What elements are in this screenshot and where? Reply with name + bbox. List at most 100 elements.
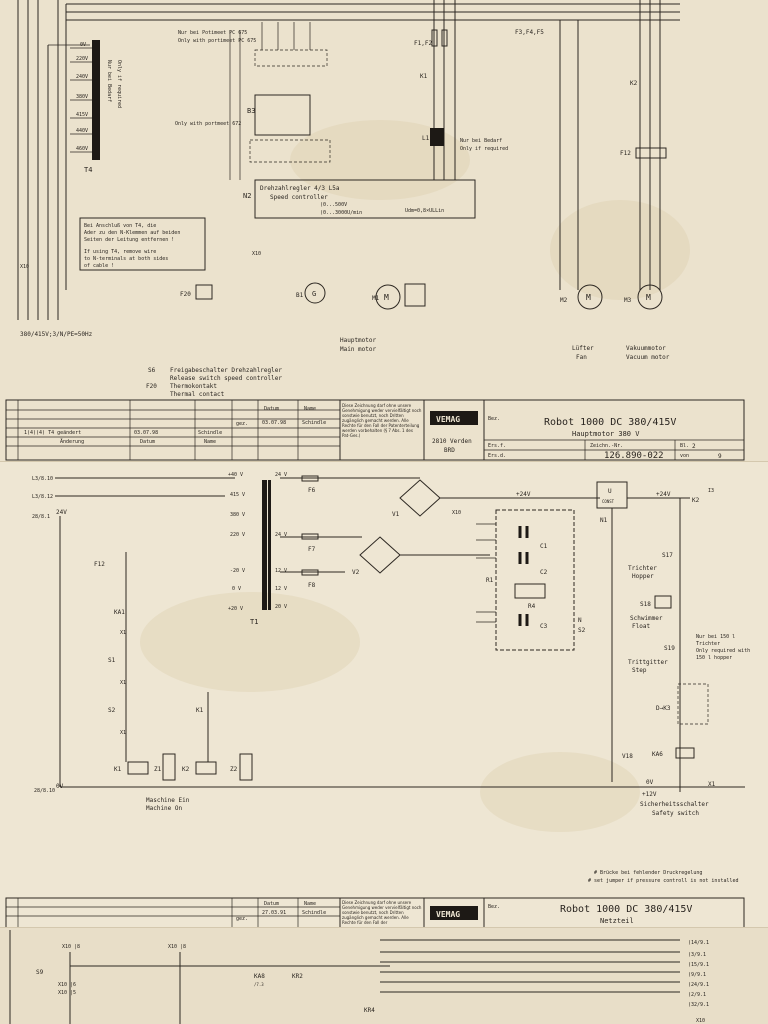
ka1-label: KA1 — [114, 609, 125, 616]
speed-rpm: (0...3000U/min — [320, 210, 362, 216]
vemag-logo-text: VEMAG — [436, 910, 460, 919]
resistor-r4 — [514, 583, 546, 599]
s18-label: S18 — [640, 601, 651, 608]
machine-on-en: Machine On — [146, 805, 183, 812]
t4-warning-box — [79, 217, 206, 271]
vacuum-en: Vacuum motor — [626, 354, 670, 361]
f8-label: F8 — [308, 582, 316, 589]
sheet-number: 2 — [692, 443, 696, 450]
s6-label: S6 — [148, 367, 156, 374]
rev-date: 03.07.98 — [134, 430, 158, 436]
c2-label: C2 — [540, 569, 548, 576]
x1-terminal: X1 — [120, 730, 126, 736]
hopper-de: Trichter — [628, 565, 657, 572]
t4-tap-label: 415V — [76, 112, 88, 118]
z2-label: Z2 — [230, 766, 238, 773]
s6-de: Freigabeschalter Drehzahlregler — [170, 367, 282, 374]
step-de: Trittgitter — [628, 659, 668, 666]
bez-label: Bez. — [488, 904, 500, 910]
t1-primary-tap: 380 V — [230, 512, 245, 518]
partial-schematic: X10 |8 X10 |8 S9 X10 |6 X10 |5 KA8 /7.3 … — [9, 930, 709, 1024]
voltage-regulator-n1 — [596, 481, 628, 509]
x1-terminal: X1 — [120, 680, 126, 686]
rectifier-v1 — [399, 479, 441, 517]
speed-v: (0...500V — [320, 202, 347, 208]
note-potimeter-de: Nur bei Potimeet PC 675 — [178, 30, 247, 36]
kr4-label: KR4 — [364, 1007, 375, 1014]
f20-en: Thermal contact — [170, 391, 225, 398]
t4-note-en-2: to N-terminals at both sides — [84, 256, 168, 262]
motor-m3-symbol: M — [646, 293, 651, 302]
plus24v-out: +24V — [656, 491, 671, 498]
b3-label: B3 — [247, 107, 255, 115]
t1-secondary-tap: 20 V — [275, 604, 287, 610]
sheet-power-supply: L3/8.10 L3/8.12 28/8.1 24V T1 +40 V 415 … — [0, 462, 768, 928]
c1-label: C1 — [540, 543, 548, 550]
float-switch-s18 — [654, 595, 672, 609]
t1-secondary-tap: 12 V — [275, 586, 287, 592]
rev-name: Schindle — [198, 430, 222, 436]
x10-terminal-label: X10 — [252, 251, 261, 257]
bridge-note-en: # set jumper if pressure controll is not… — [588, 878, 739, 884]
k1-coil-label: K1 — [114, 766, 122, 773]
drawing-number: 126.890-022 — [604, 451, 664, 461]
copyright-notice-wrap: Diese Zeichnung darf ohne unsere Genehmi… — [342, 900, 421, 925]
float-en: Float — [632, 623, 650, 630]
city: 2810 Verden — [432, 438, 472, 445]
zero-volt-left: 0V — [56, 783, 64, 790]
k1-label: K1 — [420, 73, 428, 80]
t1-label: T1 — [250, 618, 258, 626]
title-block-frame — [5, 399, 745, 461]
main-motor-m1 — [375, 284, 401, 310]
country: BRD — [444, 447, 455, 454]
i3-label: I3 — [708, 488, 714, 494]
ref-label: (14/9.1 — [688, 940, 709, 946]
t4-tap-label: 0V — [80, 42, 86, 48]
bridge-note-de: # Brücke bei fehlender Druckregelung — [594, 870, 702, 876]
f20-label: F20 — [180, 291, 191, 298]
suppressor-z1 — [162, 753, 176, 781]
t1-primary-tap: 0 V — [232, 586, 241, 592]
f3f4f5-label: F3,F4,F5 — [515, 29, 544, 36]
gez-label: gez. — [236, 916, 248, 922]
datum-header: Datum — [140, 439, 155, 445]
drawn-date: 03.07.98 — [262, 420, 286, 426]
f7-label: F7 — [308, 546, 316, 553]
s17-label: S17 — [662, 552, 673, 559]
kr2-label: KR2 — [292, 973, 303, 980]
speed-controller-n2 — [254, 179, 476, 219]
t4-tap-label: 380V — [76, 94, 88, 100]
f6-label: F6 — [308, 487, 316, 494]
thermal-contact-f20 — [195, 284, 213, 300]
of-label: von — [680, 453, 689, 459]
supply-label: 380/415V;3/N/PE=50Hz — [20, 331, 93, 338]
tacho-symbol: G — [312, 290, 316, 298]
udm-label: Udm=0,8×ULLin — [405, 208, 444, 214]
float-de: Schwimmer — [630, 615, 663, 622]
n-label: N — [578, 617, 582, 624]
drawn-name: Schindle — [302, 910, 326, 916]
t4-tap-label: 220V — [76, 56, 88, 62]
ers-f-label: Ers.f. — [488, 443, 506, 449]
vemag-logo-text: VEMAG — [436, 415, 460, 424]
supply-l4: L3/8.12 — [32, 494, 53, 500]
x1-label-right: X1 — [708, 781, 716, 788]
f12-label: F12 — [620, 150, 631, 157]
relay-ka6 — [675, 747, 695, 759]
plus24v-label: +24V — [516, 491, 531, 498]
ref-label: (9/9.1 — [688, 972, 706, 978]
k2-coil-label: K2 — [182, 766, 190, 773]
f20-de: Thermokontakt — [170, 383, 217, 390]
hopper-en: Hopper — [632, 573, 654, 580]
vemag-logo — [430, 906, 478, 920]
b3-module — [254, 94, 311, 136]
supply-n: 28/8.1 — [32, 514, 50, 520]
drawing-subtitle: Hauptmotor 380 V — [572, 430, 640, 438]
t1-secondary-tap: 12 V — [275, 568, 287, 574]
u-const-u: U — [608, 488, 612, 495]
supply-24v: 24V — [56, 509, 67, 516]
transformer-t4-core — [92, 40, 100, 160]
n-return: 28/8.10 — [34, 788, 55, 794]
only-hopper-en: Only required with 150 l hopper — [696, 648, 751, 661]
motor-m1-symbol: M — [384, 293, 389, 302]
